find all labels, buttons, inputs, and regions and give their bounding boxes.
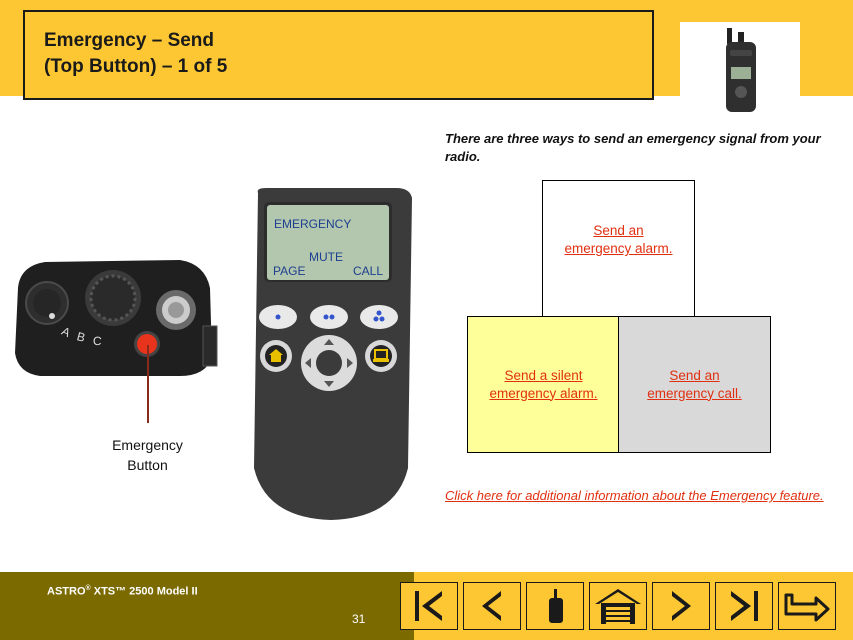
radio-icon (549, 589, 563, 623)
home-button[interactable] (589, 582, 647, 630)
page-number: 31 (352, 612, 366, 626)
radio-front-illustration (254, 188, 412, 520)
position-letter: C (92, 334, 102, 349)
intro-text: There are three ways to send an emergenc… (445, 131, 821, 164)
position-letters: A B C (59, 324, 102, 349)
additional-info-link[interactable]: Click here for additional information ab… (445, 488, 824, 503)
previous-page-button[interactable] (463, 582, 521, 630)
exit-icon (784, 593, 830, 622)
emergency-button-icon (137, 334, 157, 354)
option-silent-alarm[interactable]: Send a silent emergency alarm. (467, 316, 620, 453)
model-name: XTS™ 2500 Model II (90, 585, 198, 598)
emergency-alarm-link[interactable]: Send an emergency alarm. (564, 223, 673, 256)
silent-alarm-link[interactable]: Send a silent emergency alarm. (489, 367, 598, 401)
page-title-line1: Emergency – Send (44, 30, 215, 51)
lcd-line1: EMERGENCY (274, 217, 352, 231)
radio-thumbnail (680, 22, 800, 118)
title-box: Emergency – Send (Top Button) – 1 of 5 (23, 10, 654, 100)
emergency-button-caption: Emergency Button (112, 437, 183, 473)
position-letter: A (59, 324, 72, 340)
position-letter: B (75, 329, 86, 345)
lcd-softkey-left: PAGE (273, 264, 306, 278)
previous-page-icon (482, 591, 501, 621)
home-icon (595, 589, 641, 624)
model-label: ASTRO® XTS™ 2500 Model II (47, 585, 198, 598)
first-page-icon (415, 591, 442, 621)
next-page-icon (672, 591, 691, 621)
footer-band (0, 572, 414, 640)
lcd-softkey-right: CALL (353, 264, 384, 278)
lcd-line2: MUTE (309, 250, 343, 264)
next-page-button[interactable] (652, 582, 710, 630)
radio-top-illustration (15, 260, 218, 376)
exit-button[interactable] (778, 582, 836, 630)
model-brand: ASTRO (47, 585, 86, 598)
radio-thumbnail-icon (726, 28, 756, 112)
lcd-screen (267, 205, 389, 280)
emergency-call-link[interactable]: Send an emergency call. (647, 367, 742, 401)
option-emergency-alarm[interactable]: Send an emergency alarm. (542, 180, 695, 320)
last-page-button[interactable] (715, 582, 773, 630)
page-title-line2: (Top Button) – 1 of 5 (44, 56, 228, 77)
model-reg-mark: ® (85, 585, 91, 592)
option-emergency-call[interactable]: Send an emergency call. (618, 316, 771, 453)
last-page-icon (731, 591, 758, 621)
emergency-pointer-line (147, 345, 149, 423)
radio-menu-button[interactable] (526, 582, 584, 630)
first-page-button[interactable] (400, 582, 458, 630)
